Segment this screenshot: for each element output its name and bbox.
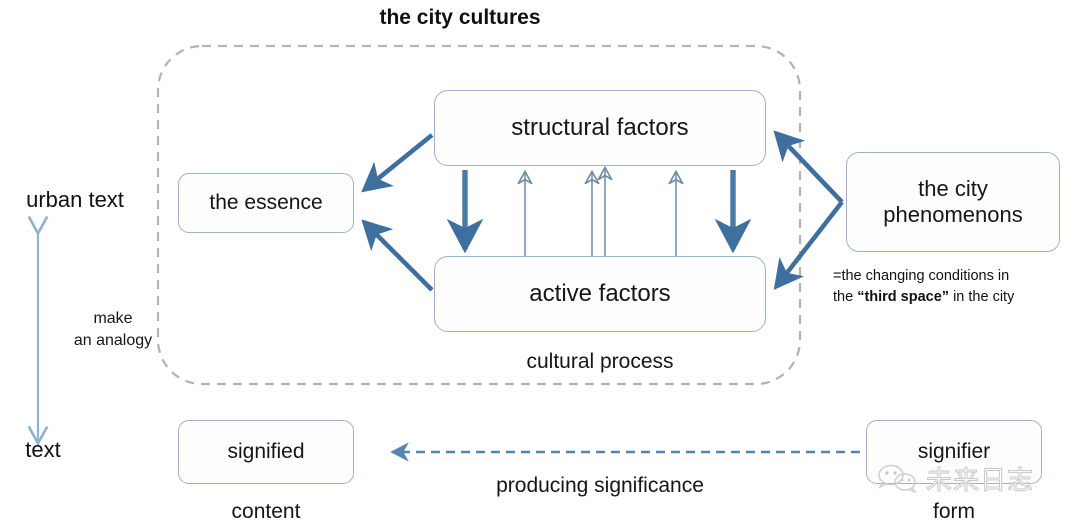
label-urban-text: urban text <box>26 187 124 212</box>
node-structural-factors-label: structural factors <box>511 113 689 141</box>
node-city-phenomenons[interactable]: the city phenomenons <box>846 152 1060 252</box>
node-city-phenomenons-label: the city phenomenons <box>883 176 1023 227</box>
node-structural-factors[interactable]: structural factors <box>434 90 766 166</box>
arrow-phenomenons-to-structural <box>773 130 844 204</box>
arrow-structural-to-essence <box>361 133 434 193</box>
label-text: text <box>25 437 61 462</box>
annotation-line1: =the changing conditions in <box>833 268 1010 284</box>
label-make-an-analogy: make an analogy <box>73 310 153 349</box>
node-signified-label: signified <box>227 439 305 463</box>
arrow-active-to-essence <box>361 219 434 292</box>
watermark-text: 未来日志 <box>925 465 1035 496</box>
node-active-factors[interactable]: active factors <box>434 256 766 332</box>
annotation-third-space: =the changing conditions in the “third s… <box>833 266 1080 308</box>
diagram-title: the city cultures <box>379 6 541 29</box>
label-producing-significance: producing significance <box>496 474 704 497</box>
node-signified[interactable]: signified <box>178 420 354 484</box>
node-the-essence-label: the essence <box>209 190 323 214</box>
wechat-icon <box>878 464 917 493</box>
node-the-essence[interactable]: the essence <box>178 173 354 233</box>
watermark: 未来日志 <box>876 455 1076 501</box>
label-cultural-process: cultural process <box>526 350 674 373</box>
label-content: content <box>231 500 301 523</box>
annotation-line2-suffix: in the city <box>949 289 1015 306</box>
node-active-factors-label: active factors <box>529 279 671 307</box>
label-form: form <box>933 500 975 523</box>
annotation-line2-bold: “third space” <box>857 289 950 306</box>
annotation-line2-prefix: the <box>833 289 858 306</box>
node-signifier-label: signifier <box>917 439 991 463</box>
